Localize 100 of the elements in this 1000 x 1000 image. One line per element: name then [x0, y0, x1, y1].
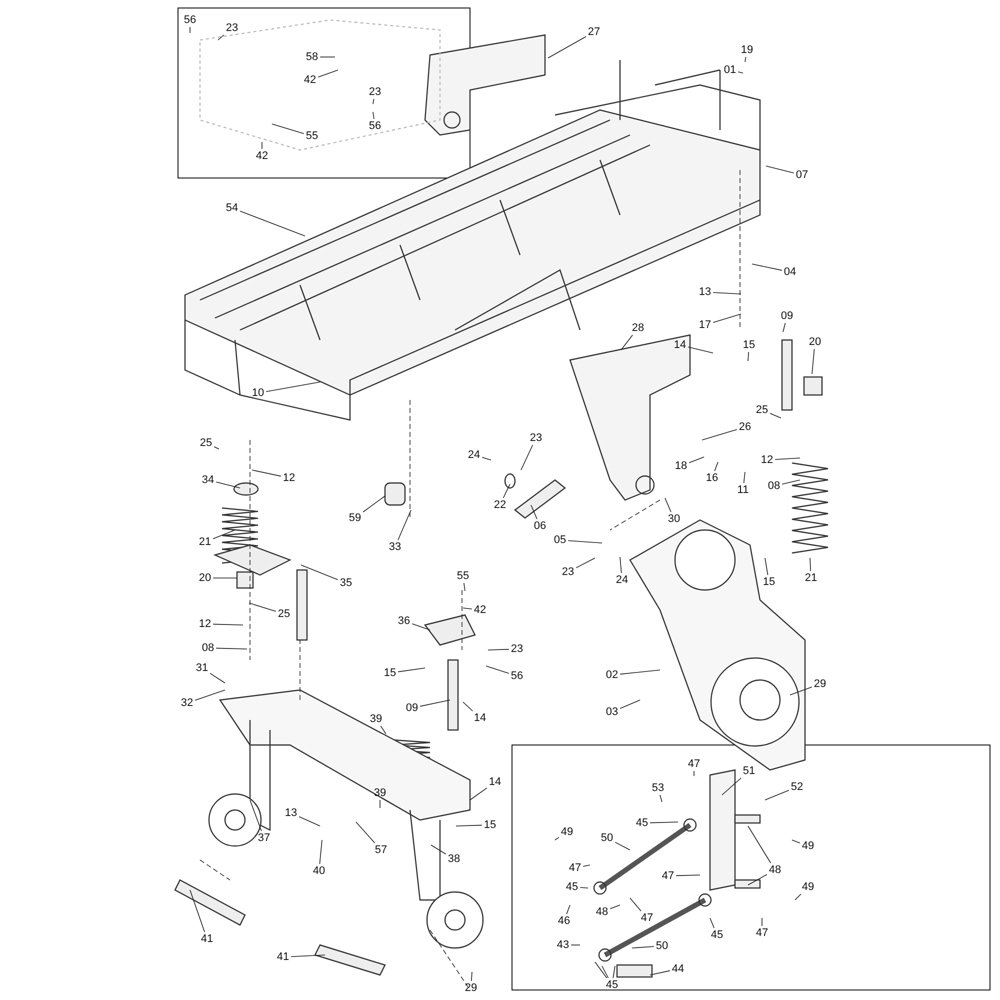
callout-number: 06 — [532, 520, 548, 532]
callout-number: 02 — [604, 669, 620, 681]
callout-number: 05 — [552, 534, 568, 546]
leader-line — [610, 904, 620, 910]
callout-number: 14 — [488, 776, 502, 788]
callout-number: 52 — [790, 781, 804, 793]
leader-line — [566, 904, 570, 914]
callout-number: 10 — [250, 387, 266, 399]
leader-line — [580, 887, 588, 888]
leader-line — [748, 352, 749, 362]
callout-number: 55 — [456, 570, 470, 582]
leader-line — [319, 840, 322, 864]
leader-line — [216, 648, 248, 650]
leader-line — [398, 668, 426, 672]
callout-number: 17 — [698, 319, 712, 331]
callout-number: 50 — [600, 832, 614, 844]
leader-line — [272, 124, 304, 134]
callout-number: 26 — [738, 421, 752, 433]
callout-number: 29 — [464, 982, 478, 994]
leader-line — [744, 56, 746, 62]
callout-number: 24 — [614, 574, 630, 586]
leader-line — [688, 346, 714, 354]
leader-line — [482, 457, 492, 460]
leader-line — [362, 496, 386, 512]
leader-line — [764, 790, 790, 800]
leader-line — [620, 670, 660, 675]
callout-number: 43 — [556, 939, 570, 951]
callout-number: 15 — [762, 576, 776, 588]
callout-number: 47 — [568, 862, 582, 874]
leader-line — [748, 874, 768, 886]
leader-line — [752, 264, 782, 271]
leader-line — [790, 686, 812, 696]
callout-number: 42 — [254, 150, 270, 162]
leader-line — [471, 972, 472, 982]
leader-line — [554, 837, 560, 840]
leader-line — [210, 672, 226, 684]
callout-number: 23 — [224, 22, 240, 34]
leader-line — [774, 458, 800, 460]
callout-number: 42 — [302, 74, 318, 86]
callout-number: 38 — [446, 853, 462, 865]
callout-number: 39 — [368, 713, 384, 725]
leader-line — [486, 666, 510, 674]
leader-line — [290, 954, 326, 957]
callout-number: 25 — [754, 404, 770, 416]
leader-line — [520, 444, 534, 470]
leader-line — [602, 966, 609, 978]
callout-number: 57 — [374, 844, 388, 856]
callout-number: 28 — [630, 322, 646, 334]
leader-line — [812, 348, 815, 374]
leader-line — [650, 822, 678, 824]
callout-number: 44 — [670, 963, 686, 975]
leader-line — [240, 210, 306, 236]
callout-number: 31 — [194, 662, 210, 674]
callout-number: 56 — [182, 14, 198, 26]
callout-number: 40 — [312, 865, 326, 877]
leader-line — [488, 648, 510, 650]
callout-number: 55 — [304, 130, 320, 142]
callout-number: 50 — [654, 940, 670, 952]
callout-number: 45 — [564, 881, 580, 893]
leader-line — [582, 864, 590, 867]
leader-line — [300, 564, 338, 580]
leader-line — [212, 530, 236, 540]
callout-number: 49 — [800, 881, 816, 893]
callout-number: 39 — [372, 787, 388, 799]
leader-line — [462, 702, 473, 712]
leader-line — [252, 470, 282, 477]
callout-number: 23 — [368, 86, 382, 98]
callout-number: 13 — [284, 807, 298, 819]
leader-line — [748, 826, 772, 864]
callout-number: 30 — [666, 513, 682, 525]
leader-line — [630, 898, 642, 912]
callout-number: 23 — [528, 432, 544, 444]
callout-number: 24 — [466, 449, 482, 461]
leader-line — [194, 690, 226, 701]
leader-line — [722, 778, 742, 796]
callout-number: 01 — [722, 64, 738, 76]
leader-line — [712, 292, 742, 294]
callout-number: 21 — [804, 572, 818, 584]
callout-number: 41 — [200, 933, 214, 945]
leader-line — [620, 334, 633, 350]
callout-number: 56 — [510, 670, 524, 682]
leader-line — [766, 166, 794, 174]
leader-line — [470, 788, 488, 800]
callout-number: 11 — [736, 484, 750, 496]
callout-number: 47 — [754, 927, 770, 939]
callout-number: 49 — [560, 826, 574, 838]
leader-line — [570, 944, 580, 946]
callout-number: 14 — [672, 339, 688, 351]
leader-line — [190, 890, 205, 932]
leader-line — [462, 608, 472, 610]
leader-line — [620, 556, 622, 574]
leader-line — [676, 874, 700, 876]
leader-line — [502, 484, 510, 498]
leader-line — [650, 970, 670, 976]
callout-number: 07 — [794, 169, 810, 181]
leader-line — [738, 72, 744, 74]
leader-line — [792, 840, 800, 844]
callout-number: 53 — [650, 782, 666, 794]
leader-line — [810, 558, 811, 572]
callout-number: 23 — [510, 643, 524, 655]
